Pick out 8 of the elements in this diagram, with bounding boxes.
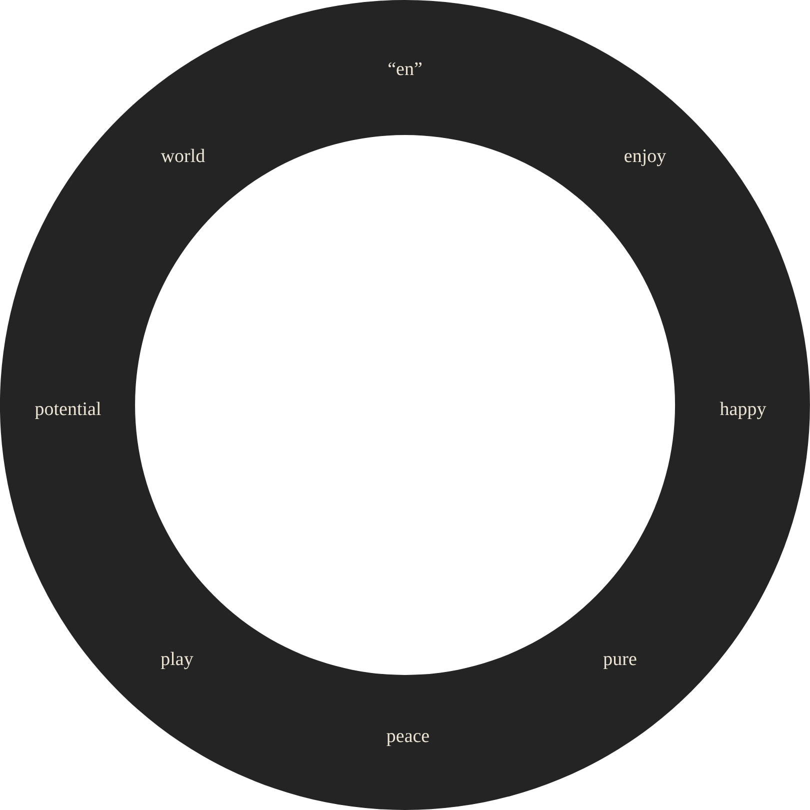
ring-word: pure <box>603 649 637 671</box>
ring-word: potential <box>34 399 102 421</box>
ring-word: peace <box>386 726 430 748</box>
ring-word: enjoy <box>624 146 666 168</box>
ring-word: happy <box>720 399 766 421</box>
ring-word: “en” <box>388 59 422 81</box>
ring-word: world <box>160 146 206 168</box>
ring-word: play <box>160 649 194 671</box>
